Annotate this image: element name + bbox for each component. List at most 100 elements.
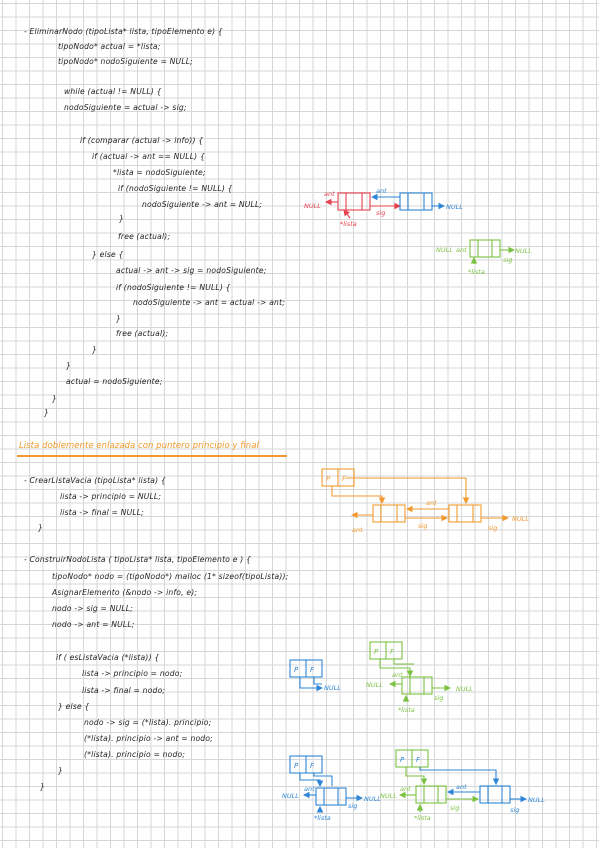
code-line: while (actual != NULL) { bbox=[64, 87, 162, 96]
null-label: NULL bbox=[512, 515, 529, 523]
code-line: nodo -> sig = (*lista). principio; bbox=[84, 718, 212, 727]
code-line: free (actual); bbox=[118, 232, 171, 241]
f-label: F bbox=[310, 762, 315, 770]
code-line: lista -> principio = nodo; bbox=[82, 669, 183, 678]
null-label: NULL bbox=[380, 792, 397, 800]
code-line: } bbox=[92, 345, 98, 354]
p-label: P bbox=[294, 762, 299, 770]
code-line: } bbox=[52, 394, 58, 403]
null-label: NULL bbox=[515, 247, 532, 255]
null-label: NULL bbox=[304, 202, 321, 210]
code-line: } bbox=[58, 766, 64, 775]
f-label: F bbox=[310, 666, 315, 674]
remove-first-node-diagram: NULL ant ant sig *lista NULL bbox=[304, 187, 463, 228]
sig-label: sig bbox=[348, 802, 357, 810]
sig-label: sig bbox=[418, 522, 427, 530]
code-line: } bbox=[119, 214, 125, 223]
node-box bbox=[399, 192, 433, 211]
code-line: nodoSiguiente -> ant = actual -> ant; bbox=[133, 298, 286, 307]
ant-label: ant bbox=[400, 785, 411, 793]
lista-label: *lista bbox=[340, 220, 357, 228]
p-label: P bbox=[400, 756, 405, 764]
null-label: NULL bbox=[364, 795, 381, 803]
ant-label: ant bbox=[352, 526, 363, 534]
ant-label: ant bbox=[324, 190, 335, 198]
code-line: lista -> principio = NULL; bbox=[60, 492, 162, 501]
code-line: } else { bbox=[92, 250, 124, 259]
code-line: } bbox=[38, 523, 44, 532]
p-label: P bbox=[294, 666, 299, 674]
null-label: NULL bbox=[366, 681, 383, 689]
first-node-pf-diagram: P F NULL ant NULL sig *lista bbox=[366, 641, 473, 714]
principio-final-diagram: P F ant ant sig sig NULL bbox=[321, 468, 529, 534]
sig-label: sig bbox=[488, 524, 497, 532]
node-box bbox=[479, 785, 511, 804]
f-label: F bbox=[342, 475, 347, 483]
null-label: NULL bbox=[528, 796, 545, 804]
code-line: tipoNodo* nodoSiguiente = NULL; bbox=[58, 57, 193, 66]
lista-label: *lista bbox=[468, 268, 485, 276]
code-line: lista -> final = NULL; bbox=[60, 508, 144, 517]
null-label: NULL bbox=[446, 203, 463, 211]
code-line: tipoNodo* nodo = (tipoNodo*) malloc (1* … bbox=[52, 572, 289, 581]
code-line: } bbox=[40, 782, 46, 791]
f-label: F bbox=[390, 648, 395, 656]
node-box bbox=[448, 504, 482, 523]
code-line: tipoNodo* actual = *lista; bbox=[58, 42, 161, 51]
ant-label: ant bbox=[456, 783, 467, 791]
code-line: if (nodoSiguiente != NULL) { bbox=[118, 184, 233, 193]
code-line: if (actual -> ant == NULL) { bbox=[92, 152, 205, 161]
title-underline bbox=[17, 455, 287, 457]
insert-green-diagram: P F NULL ant ant sig sig *lista NULL bbox=[380, 749, 545, 822]
ant-label: ant bbox=[456, 246, 467, 254]
code-line: nodoSiguiente -> ant = NULL; bbox=[142, 200, 263, 209]
node-box bbox=[337, 192, 371, 211]
sig-label: sig bbox=[376, 209, 385, 217]
ant-label: ant bbox=[392, 671, 403, 679]
code-line: lista -> final = nodo; bbox=[82, 686, 166, 695]
null-label: NULL bbox=[436, 246, 453, 254]
node-box bbox=[415, 785, 447, 804]
null-label: NULL bbox=[456, 685, 473, 693]
empty-list-pf-diagram: P F NULL bbox=[289, 659, 341, 692]
code-line: (*lista). principio = nodo; bbox=[84, 750, 186, 759]
ant-label: ant bbox=[426, 499, 437, 507]
f-label: F bbox=[416, 756, 421, 764]
code-line: if (comparar (actual -> info)) { bbox=[80, 136, 204, 145]
code-line: - CrearListaVacia (tipoLista* lista) { bbox=[24, 476, 166, 485]
sig-label: sig bbox=[510, 806, 519, 814]
code-line: nodo -> sig = NULL; bbox=[52, 604, 133, 613]
p-label: P bbox=[374, 648, 379, 656]
sig-label: sig bbox=[450, 804, 459, 812]
lista-label: *lista bbox=[398, 706, 415, 714]
code-line: actual = nodoSiguiente; bbox=[66, 377, 163, 386]
code-line: AsignarElemento (&nodo -> info, e); bbox=[52, 588, 198, 597]
code-line: - ConstruirNodoLista ( tipoLista* lista,… bbox=[24, 555, 251, 564]
sig-label: sig bbox=[503, 256, 512, 264]
section-title: Lista doblemente enlazada con puntero pr… bbox=[19, 441, 259, 451]
code-line: free (actual); bbox=[116, 329, 169, 338]
code-line: (*lista). principio -> ant = nodo; bbox=[84, 734, 213, 743]
node-box bbox=[372, 504, 406, 523]
code-line: } bbox=[66, 361, 72, 370]
code-line: } bbox=[116, 314, 122, 323]
null-label: NULL bbox=[282, 792, 299, 800]
sig-label: sig bbox=[434, 694, 443, 702]
node-box bbox=[401, 676, 433, 695]
code-line: *lista = nodoSiguiente; bbox=[113, 168, 206, 177]
code-line: nodoSiguiente = actual -> sig; bbox=[64, 103, 187, 112]
code-line: - EliminarNodo (tipoLista* lista, tipoEl… bbox=[24, 27, 223, 36]
remove-result-diagram: NULL ant NULL sig *lista bbox=[436, 239, 532, 276]
lista-label: *lista bbox=[314, 814, 331, 822]
p-label: P bbox=[326, 475, 331, 483]
code-line: } else { bbox=[58, 702, 90, 711]
insert-blue-diagram: P F NULL ant sig *lista NULL bbox=[282, 755, 381, 822]
code-line: if (nodoSiguiente != NULL) { bbox=[116, 283, 231, 292]
node-box bbox=[469, 239, 501, 258]
lista-label: *lista bbox=[414, 814, 431, 822]
code-line: } bbox=[44, 408, 50, 417]
code-line: if ( esListaVacia (*lista)) { bbox=[56, 653, 160, 662]
null-label: NULL bbox=[324, 684, 341, 692]
node-box bbox=[315, 787, 347, 806]
